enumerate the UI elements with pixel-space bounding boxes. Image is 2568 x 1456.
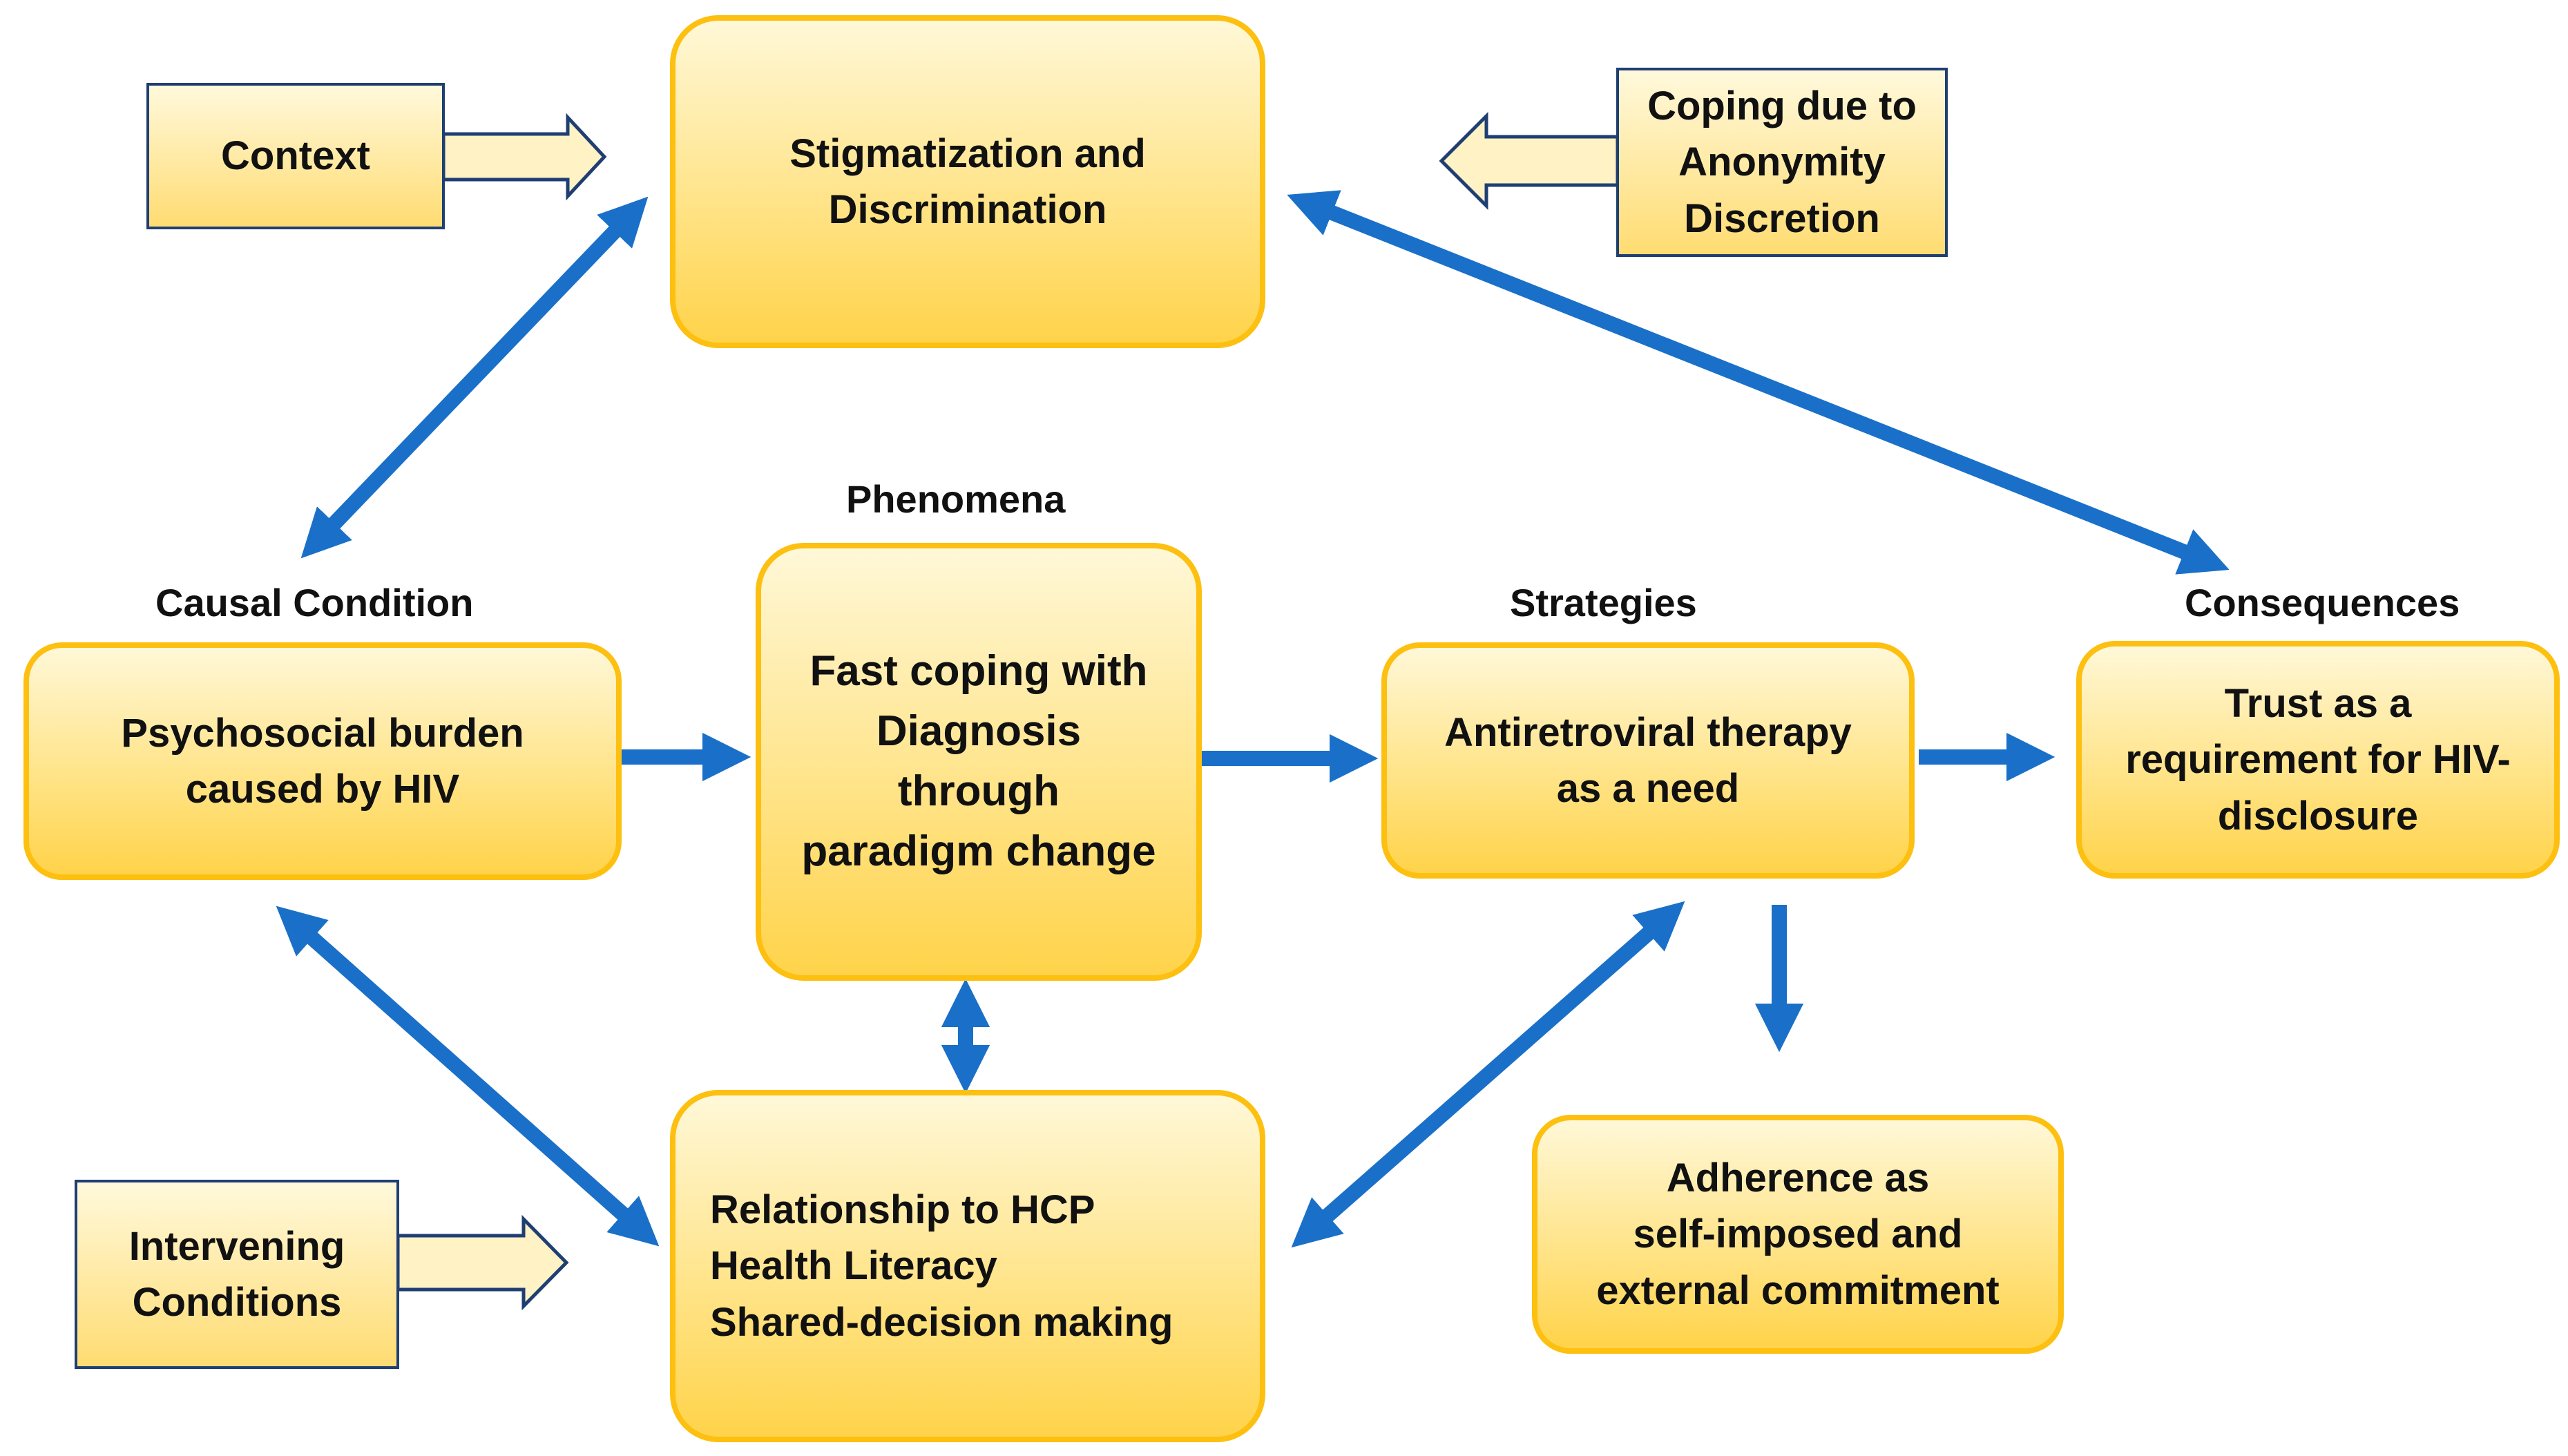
- intervening-tag-line: Intervening: [128, 1223, 345, 1269]
- coping-tag-line: Anonymity: [1678, 140, 1886, 185]
- trust-line: disclosure: [2217, 793, 2419, 839]
- psychosocial-line: caused by HIV: [185, 767, 460, 812]
- adherence-line: self-imposed and: [1633, 1211, 1963, 1257]
- fast-coping-box: Fast coping with Diagnosis through parad…: [756, 543, 1202, 981]
- intervening-hollow-arrow: [396, 1214, 569, 1311]
- heading-causal-condition: Causal Condition: [155, 581, 474, 624]
- context-tag-label: Context: [221, 133, 370, 179]
- adherence-line: external commitment: [1596, 1267, 2000, 1313]
- context-hollow-arrow: [441, 113, 607, 201]
- arrow-strategies-relationship: [1291, 901, 1685, 1248]
- heading-strategies: Strategies: [1510, 581, 1697, 624]
- heading-phenomena: Phenomena: [846, 477, 1066, 521]
- relationship-box: Relationship to HCP Health Literacy Shar…: [670, 1090, 1265, 1442]
- fast-coping-line: paradigm change: [801, 827, 1156, 875]
- trust-line: requirement for HIV-: [2125, 737, 2511, 783]
- coping-tag-line: Coping due to: [1647, 84, 1917, 129]
- fast-coping-line: Fast coping with: [809, 647, 1148, 696]
- intervening-tag: Intervening Conditions: [75, 1180, 399, 1369]
- heading-consequences: Consequences: [2185, 581, 2460, 624]
- coping-hollow-arrow: [1439, 111, 1620, 211]
- arrow-causal-relationship: [276, 906, 660, 1247]
- arrow-stigma-causal: [300, 196, 649, 559]
- stigmatization-line: Stigmatization and: [789, 131, 1146, 176]
- relationship-line: Health Literacy: [710, 1243, 997, 1289]
- antiretroviral-line: Antiretroviral therapy: [1444, 709, 1852, 755]
- antiretroviral-box: Antiretroviral therapy as a need: [1381, 642, 1915, 879]
- relationship-line: Shared-decision making: [710, 1299, 1173, 1345]
- psychosocial-box: Psychosocial burden caused by HIV: [23, 642, 622, 880]
- fast-coping-line: Diagnosis: [876, 707, 1082, 756]
- trust-box: Trust as a requirement for HIV- disclosu…: [2076, 641, 2560, 879]
- stigmatization-line: Discrimination: [828, 187, 1107, 232]
- stigmatization-box: Stigmatization and Discrimination: [670, 15, 1265, 348]
- trust-line: Trust as a: [2224, 681, 2412, 727]
- antiretroviral-line: as a need: [1556, 766, 1740, 811]
- fast-coping-line: through: [897, 767, 1060, 815]
- intervening-tag-line: Conditions: [132, 1280, 342, 1325]
- adherence-line: Adherence as: [1666, 1156, 1930, 1201]
- psychosocial-line: Psychosocial burden: [121, 710, 524, 756]
- coping-tag: Coping due to Anonymity Discretion: [1616, 68, 1948, 257]
- relationship-line: Relationship to HCP: [710, 1187, 1095, 1233]
- adherence-box: Adherence as self-imposed and external c…: [1532, 1115, 2064, 1354]
- coping-tag-line: Discretion: [1684, 195, 1880, 241]
- context-tag: Context: [146, 83, 445, 229]
- arrow-stigma-consequences: [1287, 190, 2230, 575]
